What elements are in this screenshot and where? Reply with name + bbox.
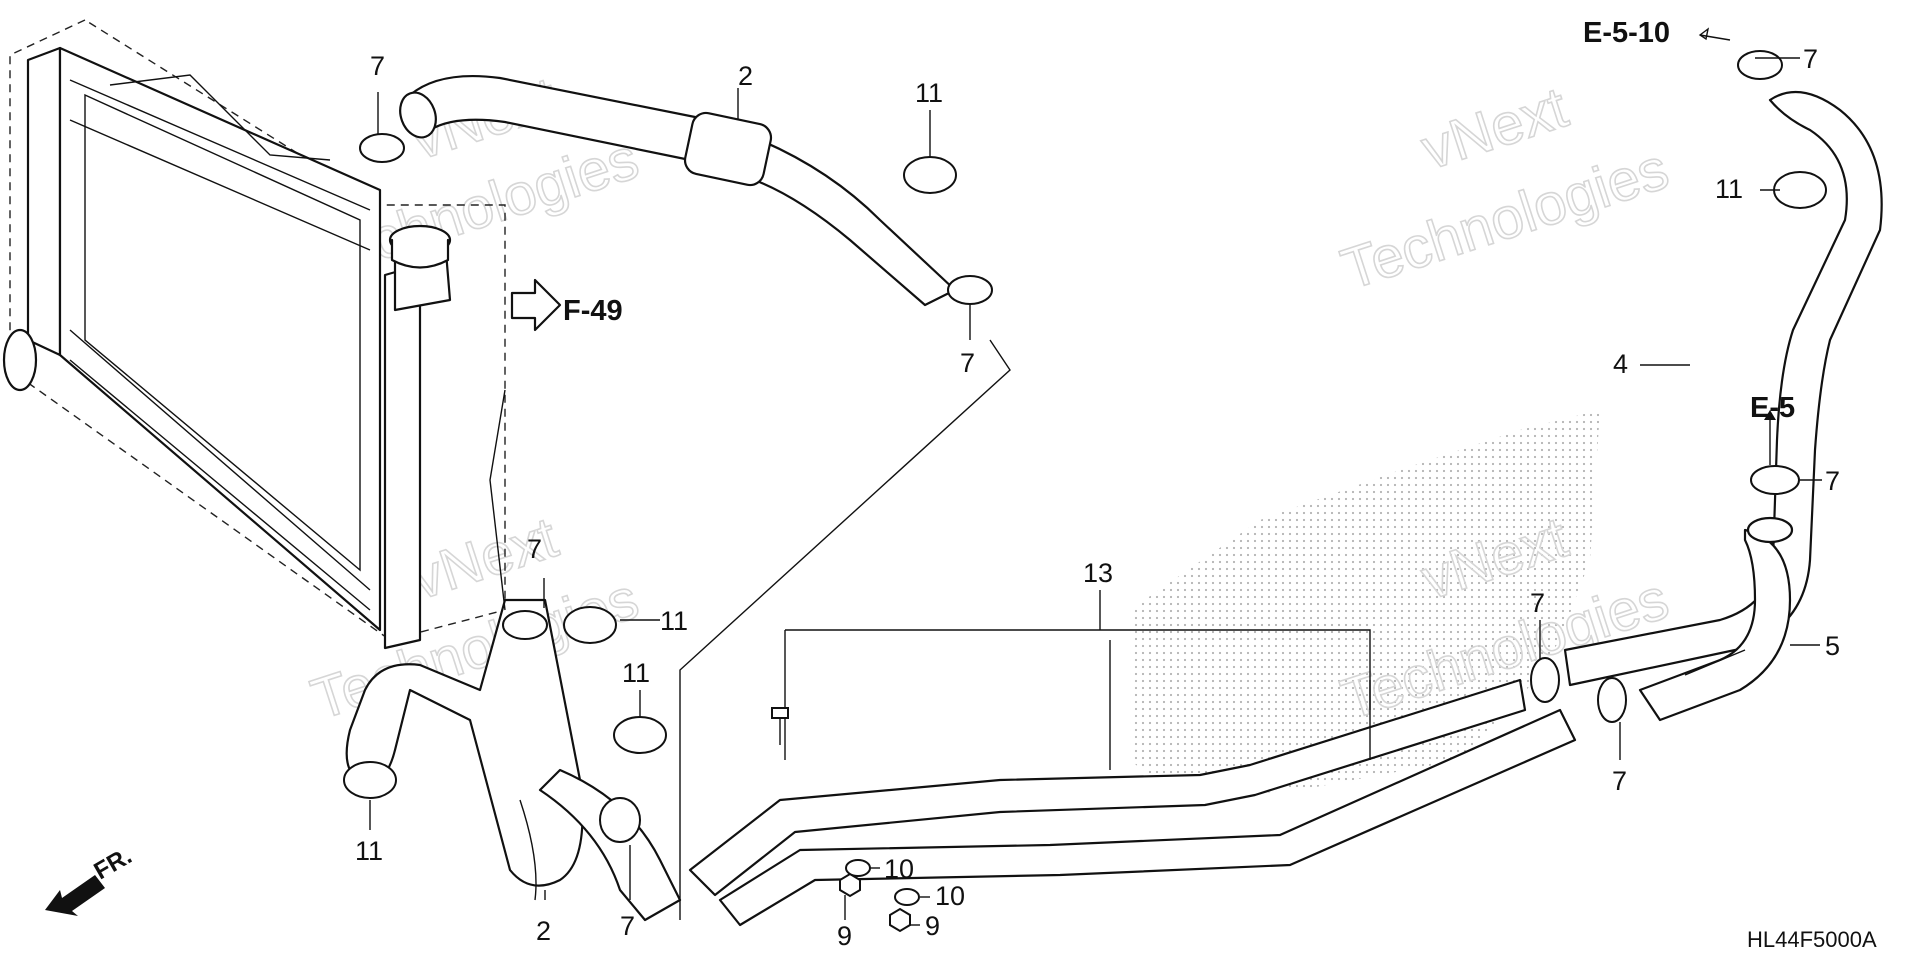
part-label: 2 — [536, 916, 551, 946]
part-label: 11 — [355, 836, 383, 866]
part-label: 7 — [527, 534, 542, 564]
part-label: 7 — [370, 51, 385, 81]
part-label: 9 — [837, 921, 852, 951]
ref-e5-10-label: E-5-10 — [1583, 17, 1670, 49]
front-arrow-icon — [45, 875, 105, 916]
part-label: 7 — [960, 348, 975, 378]
part-label: 7 — [1530, 588, 1545, 618]
leader-lines — [489, 339, 1011, 920]
radiator-assembly — [2, 19, 506, 650]
reference-markers — [45, 27, 1776, 916]
part-label: 7 — [1825, 466, 1840, 496]
watermark-line1: vNext — [1414, 75, 1575, 183]
part-label: 5 — [1825, 631, 1840, 661]
ref-e5-label: E-5 — [1750, 392, 1795, 424]
bolt-small — [771, 680, 1371, 745]
part-label: 9 — [925, 911, 940, 941]
ref-f49-label: F-49 — [563, 295, 623, 327]
diagram-code: HL44F5000A — [1747, 927, 1877, 952]
part-label: 7 — [1612, 766, 1627, 796]
part-label: 11 — [915, 78, 943, 108]
part-label: 13 — [1083, 558, 1113, 588]
part-label: 7 — [1803, 44, 1818, 74]
part-label: 2 — [738, 61, 753, 91]
hose-clamp-7 — [359, 50, 1800, 843]
label-leaders — [369, 57, 1822, 926]
part-label: 11 — [660, 606, 688, 636]
hose-clamp-11 — [343, 156, 1827, 799]
part-label: 11 — [622, 658, 650, 688]
part-label: 10 — [935, 881, 965, 911]
part-label: 7 — [620, 911, 635, 941]
hose-5 — [1638, 516, 1794, 722]
watermark-line2: Technologies — [1334, 136, 1676, 302]
part-label: 4 — [1613, 349, 1628, 379]
hose-3 — [399, 75, 957, 307]
part-label: 11 — [1715, 174, 1743, 204]
washer-10 — [845, 859, 920, 906]
part-label: 10 — [884, 854, 914, 884]
pipe-assembly-13 — [688, 629, 1577, 927]
